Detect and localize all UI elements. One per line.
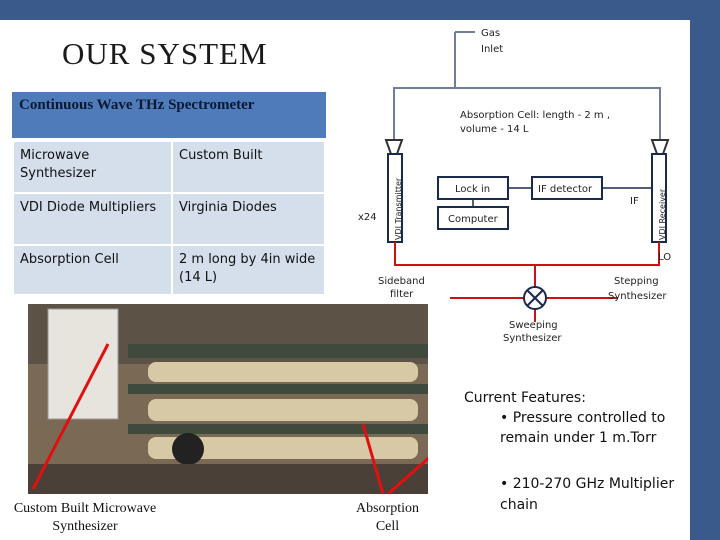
lab-photo — [28, 304, 428, 494]
pointer-line-left — [31, 343, 110, 490]
sweeping-synth-label-2: Synthesizer — [503, 333, 562, 344]
table-row: Absorption Cell 2 m long by 4in wide (14… — [12, 244, 326, 296]
spec-table: Microwave Synthesizer Custom Built VDI D… — [12, 140, 326, 296]
gas-inlet-label-1: Gas — [481, 28, 500, 39]
lock-in-label: Lock in — [455, 184, 490, 195]
table-cell-component: Microwave Synthesizer — [12, 140, 173, 194]
features-heading: Current Features: — [464, 390, 586, 406]
if-label: IF — [630, 196, 639, 207]
caption-synthesizer: Custom Built Microwave Synthesizer — [13, 501, 157, 534]
subtitle-band — [12, 92, 326, 138]
signal-path-top — [394, 242, 660, 266]
shelf — [128, 344, 428, 358]
stepping-synth-label-1: Stepping — [614, 276, 659, 287]
feature-item-2: • 210-270 GHz Multiplier chain — [500, 476, 675, 513]
right-decor-band — [690, 0, 720, 540]
table-cell-component: VDI Diode Multipliers — [12, 192, 173, 246]
slide-subtitle: Continuous Wave THz Spectrometer — [19, 97, 255, 113]
absorption-cell-tube — [148, 362, 418, 382]
vdi-receiver-label: VDI Receiver — [658, 188, 667, 240]
sweeping-synth-label-1: Sweeping — [509, 320, 558, 331]
sideband-filter-label-1: Sideband — [378, 276, 425, 287]
table-row: VDI Diode Multipliers Virginia Diodes — [12, 192, 326, 246]
features-block: Current Features: • Pressure controlled … — [464, 388, 665, 448]
table-cell-value: Virginia Diodes — [171, 192, 326, 246]
caption-absorption-cell: Absorption Cell — [356, 501, 419, 534]
top-decor-band — [0, 0, 720, 20]
spectrometer-diagram: Gas Inlet Absorption Cell: length - 2 m … — [350, 22, 690, 352]
multiplier-label: x24 — [358, 212, 377, 223]
absorption-cell-outline — [393, 87, 661, 152]
if-detector-label: IF detector — [538, 184, 593, 195]
lo-label: LO — [658, 252, 671, 263]
computer-label: Computer — [448, 214, 499, 225]
absorption-cell-label-2: volume - 14 L — [460, 124, 529, 135]
table-row: Microwave Synthesizer Custom Built — [12, 140, 326, 194]
pointer-line-right — [361, 423, 385, 494]
table-cell-value: Custom Built — [171, 140, 326, 194]
feature-item-1-line2: remain under 1 m.Torr — [500, 430, 657, 446]
table-cell-component: Absorption Cell — [12, 244, 173, 296]
vdi-transmitter-label: VDI Transmitter — [394, 177, 403, 240]
absorption-cell-label-1: Absorption Cell: length - 2 m , — [460, 110, 610, 121]
synthesizer-unit — [47, 308, 119, 420]
sideband-filter-label-2: filter — [390, 289, 414, 300]
stepping-synth-label-2: Synthesizer — [608, 291, 667, 302]
slide-title: OUR SYSTEM — [62, 36, 268, 71]
gas-inlet-label-2: Inlet — [481, 44, 503, 55]
feature-item-1-line1: • Pressure controlled to — [500, 410, 666, 426]
table-cell-value: 2 m long by 4in wide (14 L) — [171, 244, 326, 296]
